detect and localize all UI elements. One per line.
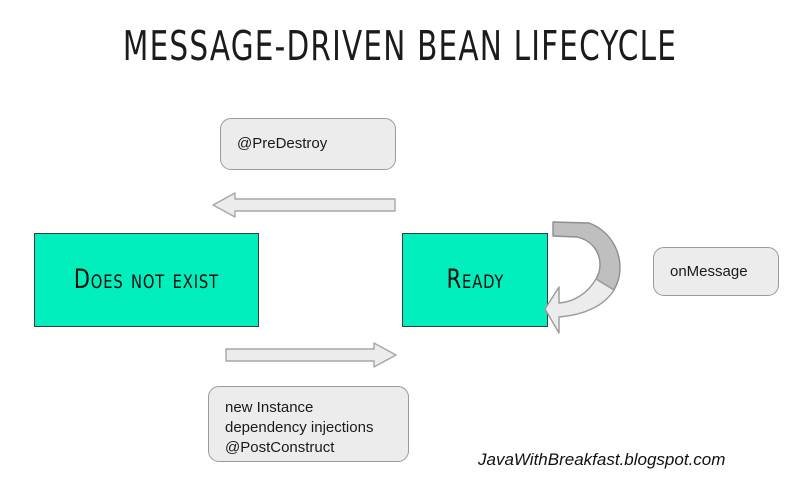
arrow-loop-upper-shape bbox=[552, 221, 621, 291]
note-predestroy: @PreDestroy bbox=[220, 118, 396, 170]
state-ready: Ready bbox=[402, 233, 548, 327]
state-does-not-exist: Does not exist bbox=[34, 233, 259, 327]
arrow-destroy-transition bbox=[209, 191, 399, 224]
arrow-onmessage-self-loop bbox=[544, 213, 630, 358]
note-predestroy-label: @PreDestroy bbox=[237, 135, 328, 152]
arrow-create-shape bbox=[225, 342, 397, 368]
state-does-not-exist-label: Does not exist bbox=[73, 264, 220, 295]
arrow-loop-lower-shape bbox=[544, 278, 615, 334]
note-new-instance-label: new Instance dependency injections @Post… bbox=[225, 399, 374, 456]
arrow-destroy-shape bbox=[212, 192, 396, 218]
state-ready-label: Ready bbox=[446, 264, 504, 295]
arrow-create-transition bbox=[222, 341, 400, 374]
note-new-instance: new Instance dependency injections @Post… bbox=[208, 386, 409, 462]
page-title: MESSAGE-DRIVEN BEAN LIFECYCLE bbox=[122, 22, 678, 70]
watermark: JavaWithBreakfast.blogspot.com bbox=[478, 450, 726, 469]
note-onmessage: onMessage bbox=[653, 247, 779, 296]
note-onmessage-label: onMessage bbox=[670, 262, 748, 280]
